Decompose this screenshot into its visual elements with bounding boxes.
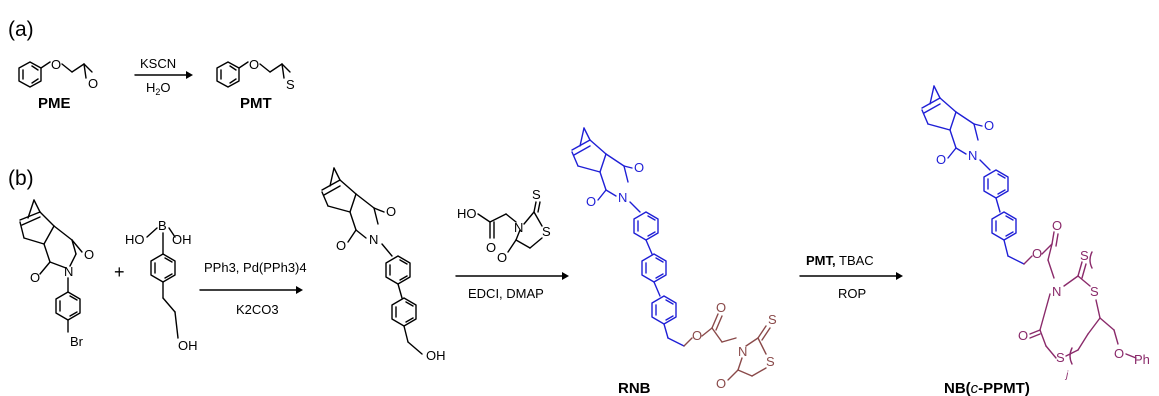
atom-oh: OH bbox=[178, 338, 198, 353]
atom-o: O bbox=[51, 57, 61, 72]
atom-n: N bbox=[968, 148, 977, 163]
atom-o: O bbox=[84, 247, 94, 262]
atom-o: O bbox=[336, 238, 346, 253]
atom-o: O bbox=[1052, 218, 1062, 233]
atom-o: O bbox=[486, 240, 496, 255]
bromophenyl-norbornene-imide-structure: O N O Br bbox=[19, 199, 94, 349]
rnb-structure: O N O O O N S bbox=[571, 127, 777, 391]
atom-o: O bbox=[936, 152, 946, 167]
subscript-j: j bbox=[1064, 370, 1069, 381]
atom-o: O bbox=[692, 328, 702, 343]
atom-o: O bbox=[716, 300, 726, 315]
reagent-kscn: KSCN bbox=[140, 56, 176, 71]
compound-label-pme: PME bbox=[38, 95, 71, 112]
atom-o: O bbox=[1114, 346, 1124, 361]
atom-n: N bbox=[64, 264, 73, 279]
atom-o: O bbox=[984, 118, 994, 133]
panel-label-b: (b) bbox=[8, 167, 34, 190]
reagent-step3-bottom: ROP bbox=[838, 286, 866, 301]
biphenyl-alcohol-structure: O N O OH bbox=[321, 167, 446, 363]
rhodanine-acetic-acid-structure: HO O N S S O bbox=[457, 187, 551, 265]
atom-o: O bbox=[1018, 328, 1028, 343]
atom-s: S bbox=[286, 77, 295, 92]
reagent-step3-top: PMT, TBAC bbox=[806, 253, 874, 268]
atom-o: O bbox=[386, 204, 396, 219]
atom-o: O bbox=[88, 76, 98, 91]
atom-s: S bbox=[768, 312, 777, 327]
atom-n: N bbox=[738, 344, 747, 359]
atom-ho: HO bbox=[457, 206, 477, 221]
atom-br: Br bbox=[70, 334, 84, 349]
pme-structure: O O bbox=[18, 57, 98, 91]
atom-b: B bbox=[158, 218, 167, 233]
atom-n: N bbox=[369, 232, 378, 247]
atom-o: O bbox=[1032, 246, 1042, 261]
atom-s: S bbox=[766, 354, 775, 369]
atom-o: O bbox=[716, 376, 726, 391]
reagent-water: H2O bbox=[146, 80, 171, 97]
atom-oh: OH bbox=[426, 348, 446, 363]
atom-s: S bbox=[1090, 284, 1099, 299]
atom-o: O bbox=[249, 57, 259, 72]
reagent-step1-top: PPh3, Pd(PPh3)4 bbox=[204, 260, 307, 275]
atom-n: N bbox=[514, 220, 523, 235]
atom-o: O bbox=[497, 250, 507, 265]
atom-s: S bbox=[542, 224, 551, 239]
atom-n: N bbox=[618, 190, 627, 205]
atom-oh: OH bbox=[172, 232, 192, 247]
panel-label-a: (a) bbox=[8, 18, 34, 41]
atom-o: O bbox=[634, 160, 644, 175]
reagent-step2-bottom: EDCI, DMAP bbox=[468, 286, 544, 301]
atom-s: S bbox=[1080, 248, 1089, 263]
compound-label-rnb: RNB bbox=[618, 380, 651, 396]
atom-o: O bbox=[30, 270, 40, 285]
atom-n: N bbox=[1052, 284, 1061, 299]
atom-ph: Ph bbox=[1134, 352, 1150, 367]
atom-s: S bbox=[532, 187, 541, 202]
atom-ho: HO bbox=[125, 232, 145, 247]
compound-label-nb-c-ppmt: NB(c-PPMT) bbox=[944, 380, 1030, 396]
atom-o: O bbox=[586, 194, 596, 209]
atom-s: S bbox=[1056, 350, 1065, 365]
pmt-structure: O S bbox=[216, 57, 295, 92]
plus-sign: + bbox=[114, 262, 125, 282]
boronic-acid-structure: HO B OH OH bbox=[125, 218, 198, 353]
compound-label-pmt: PMT bbox=[240, 95, 272, 112]
nb-c-ppmt-structure: O N O O O N S S O bbox=[921, 85, 1150, 381]
reagent-step1-bottom: K2CO3 bbox=[236, 302, 279, 317]
